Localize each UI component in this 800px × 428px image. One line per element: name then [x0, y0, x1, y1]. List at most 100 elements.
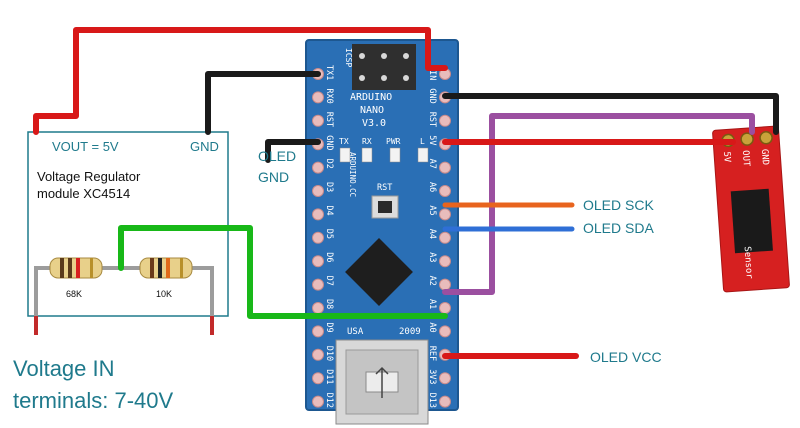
left-pin-label: D5	[324, 229, 334, 239]
board-year-label: 2009	[399, 327, 421, 337]
right-pin-label: 3V3	[427, 369, 437, 384]
voltage-in-label-line2: terminals: 7-40V	[13, 388, 174, 413]
left-pin-label: GND	[324, 135, 334, 150]
left-pin-label: D4	[324, 205, 334, 215]
sensor-pin-out: OUT	[740, 150, 751, 167]
voltage-regulator-module: VOUT = 5V GND Voltage Regulator module X…	[27, 131, 229, 317]
resistor-68k-label: 68K	[66, 289, 82, 299]
oled-gnd-label-line1: OLED	[258, 148, 296, 164]
sensor-module: 5V OUT GND Sensor	[712, 125, 790, 293]
left-pin-d12	[312, 395, 324, 408]
right-pin-label: A7	[427, 159, 437, 169]
right-pin-label: A3	[427, 252, 437, 262]
wires	[33, 27, 779, 359]
right-pin-label: GND	[427, 88, 437, 103]
right-pin-label: A0	[427, 322, 437, 332]
right-pin-3v3	[439, 372, 451, 385]
usb-connector	[335, 339, 429, 425]
left-pin-d5	[312, 231, 324, 244]
arduino-nano-board: ICSP ARDUINO NANO V3.0 TX RX PWR L ARDUI…	[305, 39, 459, 425]
led-tx-label: TX	[339, 137, 349, 146]
right-pin-label: RST	[427, 112, 437, 127]
resistor-divider: 68K 10K	[34, 257, 214, 335]
left-pin-label: D11	[324, 369, 334, 384]
microcontroller-chip	[345, 238, 413, 306]
board-version: V3.0	[362, 118, 386, 129]
resistor-10k-label: 10K	[156, 289, 172, 299]
module-gnd-label: GND	[190, 139, 219, 154]
right-pin-rst	[439, 114, 451, 127]
resistor-68k	[49, 257, 103, 279]
right-pin-label: D13	[427, 393, 437, 408]
right-pin-label: A6	[427, 182, 437, 192]
right-pin-label: A1	[427, 299, 437, 309]
right-pin-a2	[439, 278, 451, 291]
left-pin-label: D9	[324, 322, 334, 332]
left-pin-d10	[312, 348, 324, 361]
left-pin-d8	[312, 302, 324, 314]
reset-button-label: RST	[377, 183, 392, 193]
icsp-header	[352, 44, 416, 90]
left-pin-label: RX0	[324, 88, 334, 103]
module-title-line1: Voltage Regulator	[37, 169, 141, 184]
vout-label: VOUT = 5V	[52, 139, 119, 154]
left-pin-d9	[312, 325, 324, 338]
left-pin-label: RST	[324, 112, 334, 127]
wire-oled-gnd	[265, 139, 321, 163]
voltage-in-label-line1: Voltage IN	[13, 356, 115, 381]
left-pin-label: D6	[324, 252, 334, 262]
wire-vout-to-vin	[33, 27, 448, 135]
oled-sda-label: OLED SDA	[583, 220, 654, 236]
board-name-1: ARDUINO	[350, 92, 392, 103]
right-pin-a7	[439, 161, 451, 174]
icsp-label: ICSP	[344, 48, 353, 67]
reset-button-cap[interactable]	[378, 201, 392, 213]
wire-voltage-sense	[118, 225, 448, 319]
right-pin-label: REF	[427, 346, 437, 361]
sensor-pin-5v: 5V	[721, 151, 732, 163]
left-pin-label: D12	[324, 393, 334, 408]
wire-sensor-gnd	[442, 93, 779, 135]
module-title-line2: module XC4514	[37, 186, 130, 201]
left-pin-d4	[312, 208, 324, 221]
left-pin-d3	[312, 185, 324, 197]
sensor-chip	[730, 188, 773, 254]
right-pin-a0	[439, 325, 451, 338]
resistor-10k	[139, 257, 193, 279]
status-leds: TX RX PWR L	[339, 137, 429, 163]
right-pin-label: VIN	[427, 65, 437, 80]
oled-gnd-label-line2: GND	[258, 169, 289, 185]
left-pin-d7	[312, 278, 324, 291]
board-usa-label: USA	[347, 327, 364, 337]
left-pin-d2	[312, 161, 324, 174]
led-rx-label: RX	[362, 137, 372, 146]
left-pin-d6	[312, 255, 324, 268]
right-pin-a3	[439, 255, 451, 268]
right-pin-label: 5V	[427, 135, 437, 145]
left-pin-label: D8	[324, 299, 334, 309]
oled-vcc-label: OLED VCC	[590, 349, 662, 365]
right-pin-a6	[439, 185, 451, 197]
right-pin-label: A2	[427, 276, 437, 286]
right-pin-a1	[439, 302, 451, 314]
oled-sck-label: OLED SCK	[583, 197, 654, 213]
led-l-label: L	[420, 137, 425, 146]
left-pin-label: D10	[324, 346, 334, 361]
right-pin-label: A5	[427, 205, 437, 215]
right-pin-a4	[439, 231, 451, 244]
left-pin-label: D2	[324, 159, 334, 169]
left-pin-label: D3	[324, 182, 334, 192]
sensor-pin-gnd: GND	[759, 149, 770, 166]
left-pin-rx0	[312, 91, 324, 104]
wire-sensor-out	[442, 113, 755, 295]
led-pwr-label: PWR	[386, 137, 401, 146]
right-pin-a5	[439, 208, 451, 221]
left-pin-d11	[312, 372, 324, 385]
right-pin-d13	[439, 395, 451, 408]
left-pin-label: D7	[324, 276, 334, 286]
wire-module-gnd	[205, 71, 321, 135]
left-pin-label: TX1	[324, 65, 334, 80]
board-name-2: NANO	[360, 105, 384, 116]
